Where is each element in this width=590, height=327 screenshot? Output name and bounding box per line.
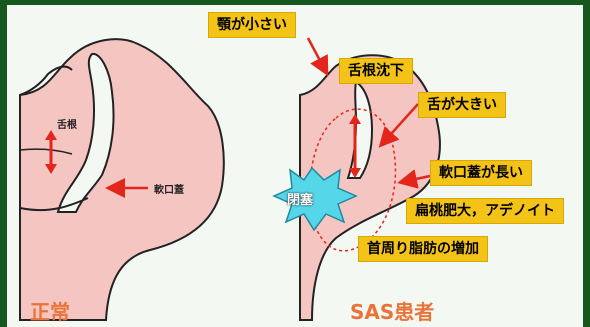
label-soft-palate-normal: 軟口蓋 [154, 181, 184, 196]
normal-head-silhouette [20, 39, 224, 320]
jaw-small-arrow [308, 38, 326, 72]
callout-soft-palate-long: 軟口蓋が長い [430, 160, 532, 186]
caption-normal: 正常 [30, 296, 70, 325]
label-tongue-root-normal: 舌根 [57, 116, 77, 131]
callout-tongue-root-falls: 舌根沈下 [339, 58, 413, 84]
callout-jaw-small: 顎が小さい [208, 12, 296, 38]
label-closure: 閉塞 [287, 189, 313, 208]
caption-sas: SAS患者 [350, 296, 434, 325]
callout-tongue-large: 舌が大きい [418, 92, 506, 118]
callout-neck-fat: 首周り脂肪の増加 [358, 236, 488, 262]
callout-tonsils-adenoids: 扁桃肥大，アデノイト [406, 198, 564, 224]
